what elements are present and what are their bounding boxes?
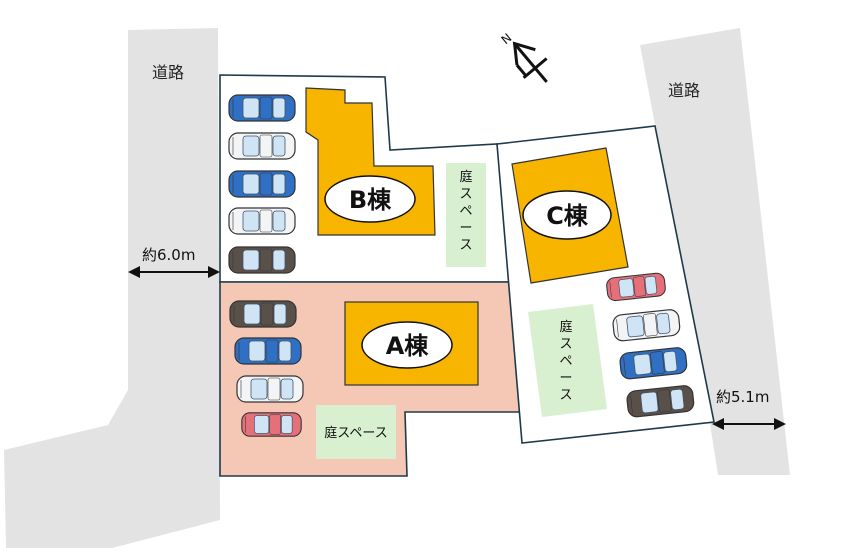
garden-label-char: ペ: [459, 204, 472, 219]
west-width-label: 約6.0m: [142, 246, 195, 264]
garden-a-label: 庭スペース: [324, 425, 387, 441]
building-a-label-bubble: [361, 321, 453, 369]
building-c-label: C棟: [546, 202, 589, 230]
west-road: [4, 28, 220, 548]
garden-label-char: ス: [459, 187, 472, 202]
garden-label-char: ス: [459, 238, 472, 253]
garden-b: [446, 163, 486, 267]
garden-label-char: 庭: [559, 319, 572, 335]
car-white-a3: [236, 375, 304, 403]
garden-label-char: ス: [559, 337, 572, 352]
east-road: [640, 28, 790, 475]
garden-label-char: ペ: [559, 354, 572, 369]
north-compass-icon: [512, 41, 548, 83]
car-blue-b3: [228, 170, 296, 198]
garden-c: [528, 304, 607, 417]
garden-label-char: 庭: [459, 169, 472, 185]
building-c-label-bubble: [522, 190, 612, 240]
garden-label-char: ー: [459, 221, 472, 236]
west-road-label: 道路: [152, 63, 184, 82]
east-road-label: 道路: [668, 81, 700, 100]
car-brown-a1: [229, 300, 297, 328]
garden-b-label: 庭スペース: [459, 169, 472, 253]
car-white-b2: [228, 132, 296, 160]
building-a-label: A棟: [386, 332, 430, 360]
garden-a: [316, 405, 396, 459]
east-width-label: 約5.1m: [716, 388, 769, 406]
north-letter: N: [498, 31, 514, 47]
garden-label-char: ー: [559, 371, 572, 386]
garden-label-char: ス: [559, 388, 572, 403]
car-blue-b1: [228, 94, 296, 122]
west-width-dimension: [128, 266, 220, 278]
car-pink-a4: [241, 412, 302, 437]
car-brown-b5: [228, 246, 296, 274]
building-b-label: B棟: [349, 186, 392, 214]
building-b-label-bubble: [324, 175, 416, 223]
garden-c-label: 庭スペース: [559, 319, 572, 403]
car-white-b4: [228, 207, 296, 235]
car-blue-a2: [234, 337, 302, 365]
east-width-dimension: [712, 418, 786, 430]
